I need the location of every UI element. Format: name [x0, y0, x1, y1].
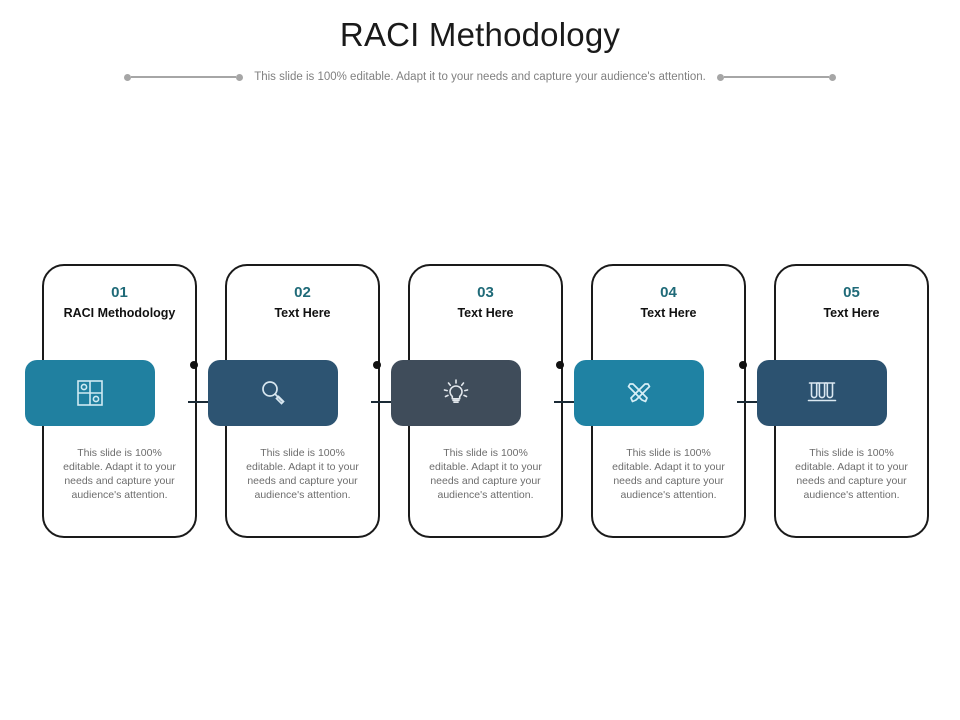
- icon-box-04[interactable]: [574, 360, 704, 426]
- connector-dot-1: [190, 361, 198, 369]
- magnifier-icon: [262, 381, 285, 405]
- decorator-left: [124, 73, 244, 81]
- card-number: 03: [477, 284, 494, 301]
- decorator-dot-icon: [124, 73, 132, 81]
- icon-box-05[interactable]: [757, 360, 887, 426]
- card-title: RACI Methodology: [63, 306, 176, 320]
- decorator-dot-icon: [828, 73, 836, 81]
- decorator-dot-icon: [236, 73, 244, 81]
- test-tubes-icon: [807, 382, 837, 402]
- card-body: This slide is 100% editable. Adapt it to…: [429, 447, 542, 501]
- subtitle-text: This slide is 100% editable. Adapt it to…: [254, 71, 706, 83]
- icon-box-02[interactable]: [208, 360, 338, 426]
- card-title: Text Here: [823, 306, 880, 320]
- connector-dot-2: [373, 361, 381, 369]
- subtitle-row: This slide is 100% editable. Adapt it to…: [0, 66, 960, 88]
- card-number: 01: [111, 284, 128, 301]
- decorator-right: [716, 73, 836, 81]
- card-title: Text Here: [640, 306, 697, 320]
- lightbulb-icon: [443, 379, 469, 404]
- card-01[interactable]: 01 RACI Methodology This slide is 100% e…: [42, 264, 197, 538]
- card-number: 02: [294, 284, 311, 301]
- connector-dot-3: [556, 361, 564, 369]
- icon-box-01[interactable]: [25, 360, 155, 426]
- card-number: 04: [660, 284, 677, 301]
- card-body: This slide is 100% editable. Adapt it to…: [795, 447, 908, 501]
- card-title: Text Here: [274, 306, 331, 320]
- decorator-line-icon: [131, 76, 237, 78]
- arrow-shaft: [188, 401, 225, 404]
- decorator-dot-icon: [716, 73, 724, 81]
- page-title: RACI Methodology: [339, 16, 621, 53]
- card-body: This slide is 100% editable. Adapt it to…: [612, 447, 725, 501]
- card-title: Text Here: [457, 306, 514, 320]
- decorator-line-icon: [723, 76, 829, 78]
- arrow-shaft: [371, 401, 408, 404]
- connector-dot-4: [739, 361, 747, 369]
- card-body: This slide is 100% editable. Adapt it to…: [246, 447, 359, 501]
- card-number: 05: [843, 284, 860, 301]
- card-body: This slide is 100% editable. Adapt it to…: [63, 447, 176, 501]
- arrow-shaft: [554, 401, 591, 404]
- crossed-tools-icon: [627, 383, 651, 403]
- matrix-grid-icon: [77, 380, 103, 406]
- arrow-shaft: [737, 401, 774, 404]
- icon-box-03[interactable]: [391, 360, 521, 426]
